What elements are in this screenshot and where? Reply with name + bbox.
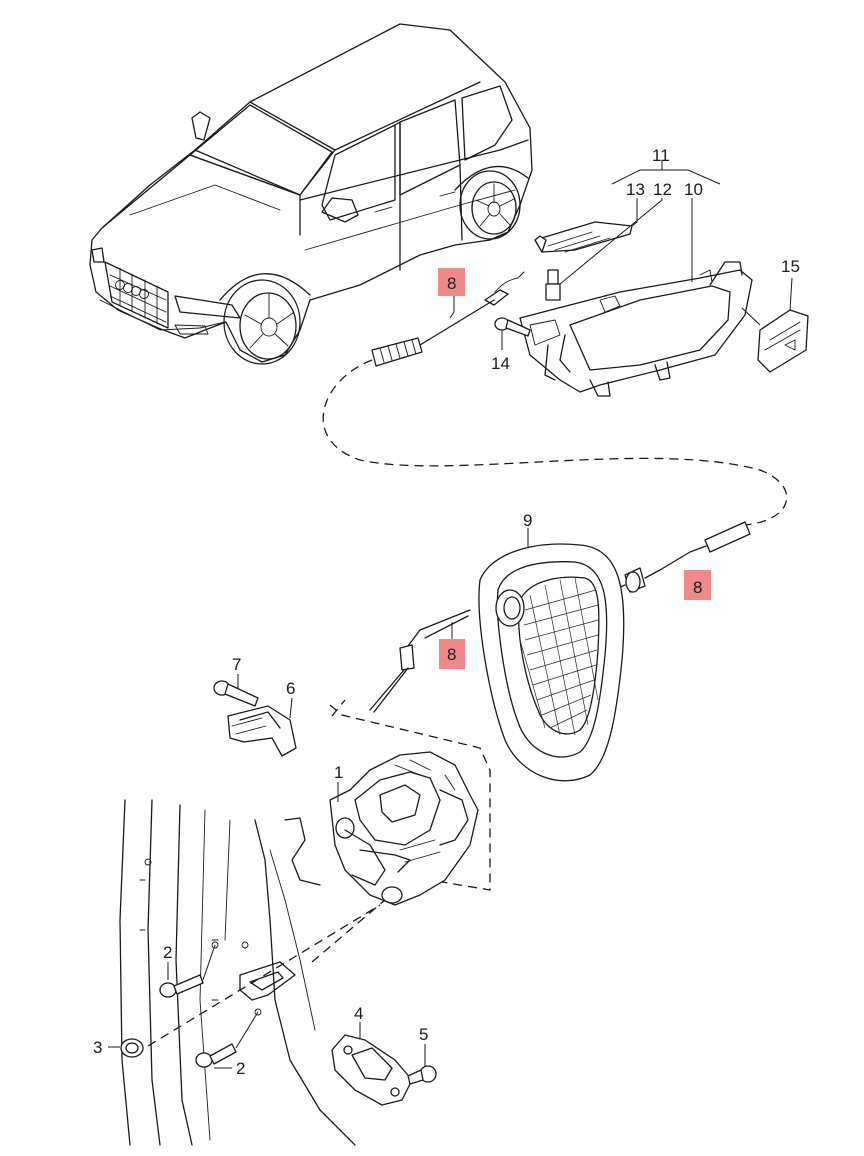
vehicle-illustration — [89, 23, 533, 365]
callout-label-5: 5 — [419, 1025, 428, 1044]
callout-label-1: 1 — [334, 763, 343, 782]
upper-cable — [371, 271, 525, 367]
callout-8-highlight-upper — [438, 268, 465, 296]
callout-label-3: 3 — [93, 1038, 102, 1057]
callout-8-highlight-left — [439, 639, 465, 669]
callout-label-6: 6 — [286, 679, 295, 698]
callout-label-8-left: 8 — [447, 645, 456, 664]
callout-label-2-upper: 2 — [163, 943, 172, 962]
callout-label-11: 11 — [652, 146, 670, 165]
callout-label-9: 9 — [523, 511, 532, 530]
striker-plate-part-4 — [331, 1022, 413, 1106]
callout-label-12: 12 — [653, 180, 672, 199]
bulb-part — [545, 198, 663, 301]
callout-label-15: 15 — [781, 257, 800, 276]
housing-grid — [519, 577, 599, 736]
screw-part-14 — [494, 317, 531, 350]
callout-label-4: 4 — [354, 1004, 363, 1023]
bracket-part-6 — [227, 697, 297, 757]
door-frame-panel — [119, 799, 386, 1146]
callout-label-13: 13 — [626, 180, 645, 199]
cable-route-dashed — [322, 359, 788, 526]
handle-cover-part — [534, 198, 638, 253]
callout-label-8-upper: 8 — [447, 274, 456, 293]
callout-8-highlight-right — [684, 570, 711, 600]
interior-handle-assembly — [519, 198, 753, 397]
door-lock-mechanism — [329, 751, 479, 906]
screw-part-2-upper — [159, 944, 216, 998]
screw-part-5 — [407, 1044, 437, 1085]
lower-cable-left — [369, 609, 471, 713]
callout-label-7: 7 — [232, 655, 241, 674]
callout-label-2-lower: 2 — [236, 1059, 245, 1078]
callout-label-14: 14 — [491, 354, 510, 373]
callout-11-bracket — [611, 160, 721, 185]
screw-part-2-lower — [195, 1011, 259, 1069]
callout-label-8-right: 8 — [693, 578, 702, 597]
housing-part — [478, 528, 625, 782]
screw-part-7 — [213, 674, 259, 707]
plug-part-3 — [108, 1038, 144, 1058]
switch-part — [741, 277, 809, 373]
lock-boundary-dashed — [329, 704, 491, 891]
callout-label-10: 10 — [684, 180, 703, 199]
